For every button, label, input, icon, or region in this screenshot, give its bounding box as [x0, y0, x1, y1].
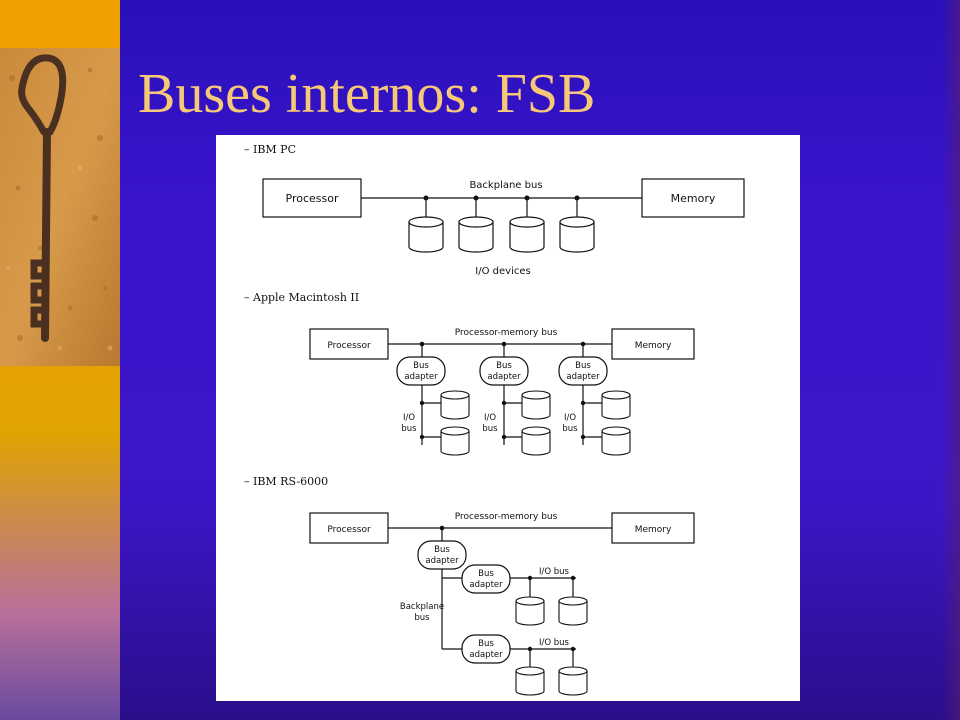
svg-text:adapter: adapter	[425, 556, 459, 566]
bus-diagram-panel: – IBM PC Processor Memory Backplane bus …	[216, 135, 800, 701]
ibm-pc-devices-label: I/O devices	[475, 266, 530, 277]
mac-disk-3a	[601, 390, 631, 420]
ibm-pc-processor-box	[262, 178, 362, 218]
mac-bus-label: Processor-memory bus	[455, 328, 558, 338]
svg-text:bus: bus	[401, 424, 417, 434]
svg-text:adapter: adapter	[404, 372, 438, 382]
ibm-pc-bus-label: Backplane bus	[469, 180, 542, 191]
mac-disk-2a	[521, 390, 551, 420]
ibm-pc-io-device-3	[509, 216, 545, 253]
rs6000-main-bus-adapter: Bus adapter	[417, 540, 467, 570]
rs6000-memory-label: Memory	[635, 525, 672, 535]
svg-text:adapter: adapter	[469, 650, 503, 660]
svg-text:Bus: Bus	[575, 361, 591, 371]
rs6000-processor-box	[309, 512, 389, 544]
mac-disk-2b	[521, 426, 551, 456]
rs6000-io-bus-label-2: I/O bus	[539, 638, 570, 648]
rs6000-bus-adapter-2: Bus adapter	[461, 634, 511, 664]
rs6000-bus-adapter-1: Bus adapter	[461, 564, 511, 594]
svg-text:adapter: adapter	[469, 580, 503, 590]
mac-heading: – Apple Macintosh II	[244, 291, 359, 304]
mac-memory-box	[611, 328, 695, 360]
mac-memory-label: Memory	[635, 341, 672, 351]
ibm-pc-io-device-1	[408, 216, 444, 253]
rs6000-backplane-label: Backplane	[400, 602, 444, 612]
ibm-pc-io-device-2	[458, 216, 494, 253]
ibm-pc-heading: – IBM PC	[244, 143, 296, 156]
mac-processor-label: Processor	[327, 341, 371, 351]
slide-title: Buses internos: FSB	[138, 63, 596, 125]
rs6000-bus-label: Processor-memory bus	[455, 512, 558, 522]
svg-text:Bus: Bus	[478, 639, 494, 649]
bus-architecture-diagram: – IBM PC Processor Memory Backplane bus …	[244, 143, 745, 696]
rs6000-processor-label: Processor	[327, 525, 371, 535]
mac-disk-1b	[440, 426, 470, 456]
svg-text:bus: bus	[562, 424, 578, 434]
svg-text:adapter: adapter	[487, 372, 521, 382]
rs6000-disk-1a	[515, 596, 545, 626]
mac-processor-box	[309, 328, 389, 360]
rs6000-disk-1b	[558, 596, 588, 626]
mac-io-bus-label-1: I/O	[403, 413, 415, 423]
ibm-pc-io-device-4	[559, 216, 595, 253]
slide-edge-shade	[942, 0, 960, 720]
ibm-pc-section: – IBM PC Processor Memory Backplane bus …	[244, 143, 745, 277]
mac-bus-adapter-2: Bus adapter	[479, 356, 529, 386]
svg-text:Bus: Bus	[478, 569, 494, 579]
svg-text:bus: bus	[482, 424, 498, 434]
mac-section: – Apple Macintosh II Processor Memory Pr…	[244, 291, 695, 456]
ibm-pc-processor-label: Processor	[286, 192, 339, 205]
mac-bus-adapter-3: Bus adapter	[558, 356, 608, 386]
svg-text:Bus: Bus	[434, 545, 450, 555]
mac-io-bus-label-3: I/O	[564, 413, 576, 423]
rs6000-io-bus-label-1: I/O bus	[539, 567, 570, 577]
old-key-image	[0, 48, 120, 366]
svg-text:bus: bus	[414, 613, 430, 623]
mac-disk-1a	[440, 390, 470, 420]
svg-text:Bus: Bus	[413, 361, 429, 371]
rs6000-disk-2a	[515, 666, 545, 696]
ibm-pc-memory-label: Memory	[671, 192, 716, 205]
mac-disk-3b	[601, 426, 631, 456]
mac-io-bus-label-2: I/O	[484, 413, 496, 423]
mac-bus-adapter-1: Bus adapter	[396, 356, 446, 386]
rs6000-section: – IBM RS-6000 Processor Memory Processor…	[244, 475, 695, 696]
rs6000-heading: – IBM RS-6000	[244, 475, 328, 488]
rs6000-memory-box	[611, 512, 695, 544]
rs6000-disk-2b	[558, 666, 588, 696]
svg-text:adapter: adapter	[566, 372, 600, 382]
svg-text:Bus: Bus	[496, 361, 512, 371]
